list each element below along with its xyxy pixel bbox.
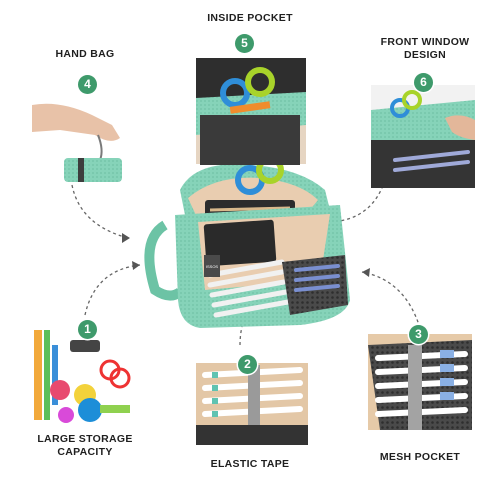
photo-front-window: [371, 85, 475, 188]
photo-stationery: [34, 322, 137, 428]
label-front-window: FRONT WINDOW DESIGN: [365, 36, 485, 62]
label-front-window-line1: FRONT WINDOW: [380, 36, 470, 48]
photo-inside-pocket: [196, 58, 306, 165]
label-large-storage-line1: LARGE STORAGE: [37, 433, 133, 445]
badge-5: 5: [235, 34, 254, 53]
label-large-storage: LARGE STORAGE CAPACITY: [20, 433, 150, 459]
label-hand-bag: HAND BAG: [55, 48, 115, 60]
badge-4: 4: [78, 75, 97, 94]
badge-2: 2: [238, 355, 257, 374]
photo-mesh-pocket: [368, 334, 472, 430]
brand-tag: ISSOS: [206, 264, 219, 269]
arrow-4: [71, 184, 129, 239]
main-pencil-case: ISSOS: [144, 156, 350, 328]
badge-1: 1: [78, 320, 97, 339]
photo-hand-bag: [32, 93, 134, 182]
label-inside-pocket: INSIDE POCKET: [207, 12, 293, 24]
label-front-window-line2: DESIGN: [403, 49, 447, 61]
badge-3: 3: [409, 325, 428, 344]
label-elastic-tape: ELASTIC TAPE: [210, 458, 290, 470]
label-mesh-pocket: MESH POCKET: [379, 451, 461, 463]
badge-6: 6: [414, 73, 433, 92]
photo-elastic-tape: [196, 363, 308, 445]
label-large-storage-line2: CAPACITY: [57, 446, 113, 458]
arrow-3: [361, 271, 421, 329]
arrow-1: [84, 264, 141, 316]
